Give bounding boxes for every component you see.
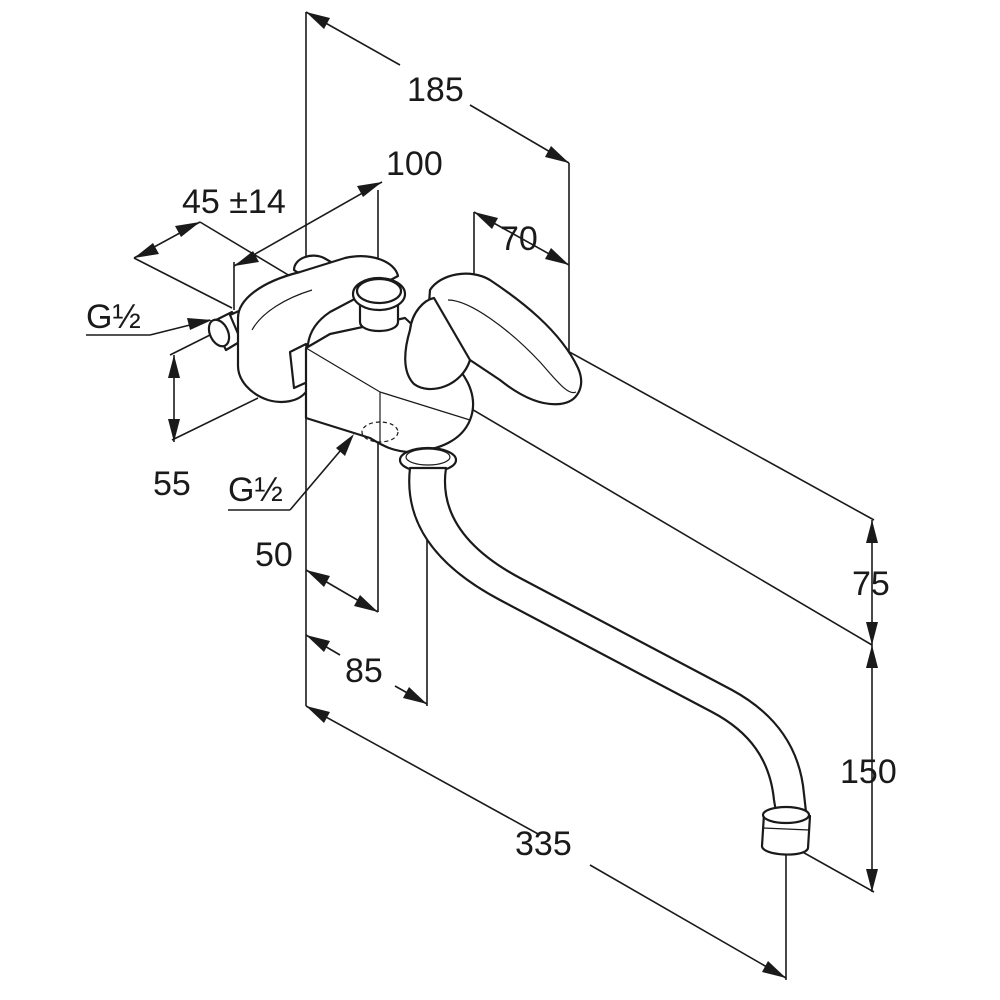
dim-55-label: 55 (153, 465, 191, 503)
dim-335-label: 335 (515, 825, 572, 863)
dim-85-label: 85 (345, 652, 383, 690)
dim-185-label: 185 (407, 71, 464, 109)
extension-lines (86, 12, 875, 980)
diverter-knob (351, 276, 407, 333)
aerator (760, 805, 812, 856)
spout-nut (398, 446, 458, 474)
dim-70-label: 70 (500, 220, 538, 258)
lever-handle (404, 272, 583, 406)
bottom-outlet-hidden (361, 421, 399, 443)
dimension-lines (133, 11, 878, 979)
spout-tube (408, 466, 808, 814)
dim-150-label: 150 (840, 753, 897, 791)
dim-50-label: 50 (255, 536, 293, 574)
dim-45-label: 45 ±14 (182, 183, 286, 221)
thread-left-label: G½ (86, 298, 141, 336)
dimension-labels: 185 100 45 ±14 70 G½ 55 G½ 50 85 75 150 … (86, 71, 897, 863)
dim-75-label: 75 (852, 565, 890, 603)
thread-bottom-label: G½ (228, 471, 283, 509)
dim-100-label: 100 (386, 145, 443, 183)
faucet (207, 254, 812, 856)
